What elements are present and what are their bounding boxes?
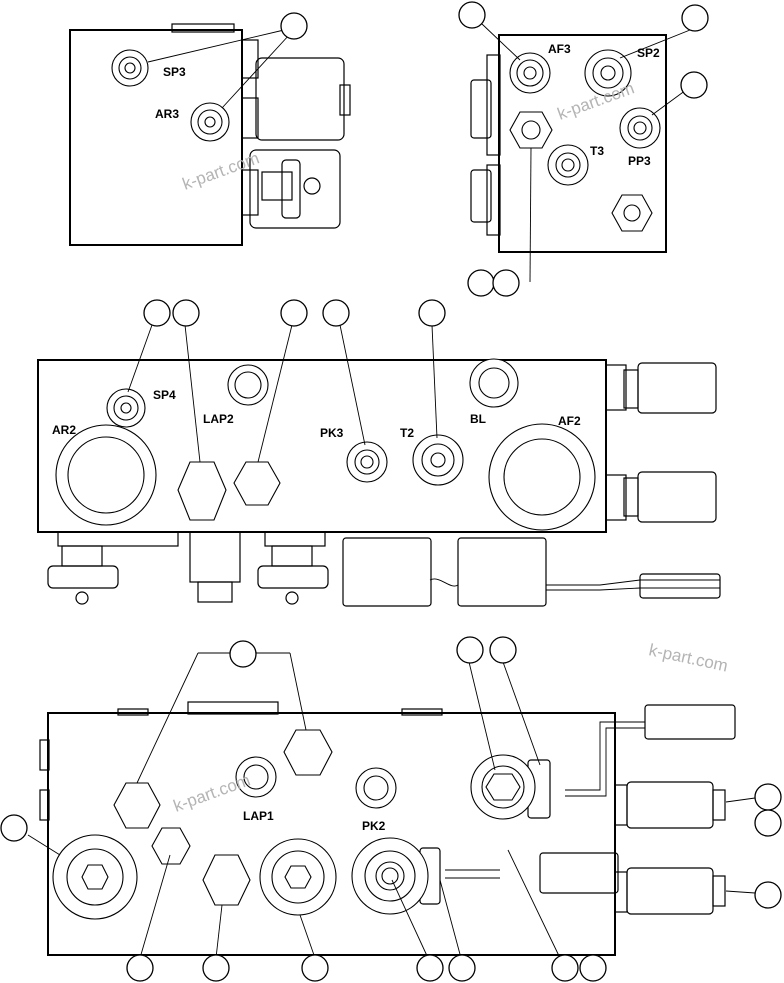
solenoid-connector <box>457 537 547 607</box>
connector-plug <box>639 573 721 599</box>
connector-plug <box>644 704 736 740</box>
label-sp2: SP2 <box>637 46 660 60</box>
hex-nut-icon <box>485 773 521 801</box>
label-pk3: PK3 <box>320 426 344 440</box>
label-pk2: PK2 <box>362 819 386 833</box>
socket-head-icon <box>120 402 132 414</box>
knob-profile <box>470 169 492 223</box>
hex-plug-icon <box>177 461 227 521</box>
socket-head-icon <box>633 121 647 135</box>
solenoid-coil <box>255 57 345 141</box>
callout-marker <box>754 809 782 837</box>
callout-marker <box>551 954 579 982</box>
top-right-valve-view: AF3 SP2 T3 PP3 k-part.com <box>458 1 709 297</box>
top-left-valve-view: SP3 AR3 k-part.com <box>69 12 351 246</box>
callout-marker <box>467 269 495 297</box>
hex-plug-icon <box>113 782 161 829</box>
callout-marker <box>418 299 446 327</box>
callout-marker <box>456 636 484 664</box>
connector-plug <box>539 852 619 894</box>
callout-marker <box>202 954 230 982</box>
socket-head-icon <box>430 452 446 468</box>
adjust-knob <box>261 171 293 201</box>
socket-head-icon <box>204 116 216 128</box>
hex-plug-icon <box>283 729 333 776</box>
callout-marker <box>229 640 257 668</box>
socket-head-icon <box>523 66 537 80</box>
label-t3: T3 <box>590 144 604 158</box>
solenoid-coil <box>626 781 714 829</box>
socket-head-icon <box>124 62 136 74</box>
hex-fitting <box>189 531 241 583</box>
hex-plug-icon <box>202 854 251 906</box>
callout-marker <box>322 299 350 327</box>
label-lap1: LAP1 <box>243 809 274 823</box>
knob-grip <box>281 159 301 219</box>
callout-marker <box>579 954 607 982</box>
socket-head-icon <box>360 455 374 469</box>
bottom-valve-view: LAP1 PK2 k-part.com k-part.com <box>0 636 782 982</box>
callout-marker <box>754 881 782 909</box>
callout-marker <box>492 269 520 297</box>
hex-socket-icon <box>284 865 312 889</box>
callout-marker <box>172 299 200 327</box>
label-lap2: LAP2 <box>203 412 234 426</box>
knob-cap <box>303 177 321 195</box>
solenoid-coil <box>637 471 717 523</box>
callout-marker <box>754 783 782 811</box>
coil-cap <box>339 84 351 116</box>
wire-harness <box>546 579 720 591</box>
callout-marker <box>280 299 308 327</box>
side-boss <box>241 97 259 139</box>
callout-marker <box>126 954 154 982</box>
callout-marker <box>0 814 28 842</box>
adjust-knob <box>257 565 329 589</box>
label-sp3: SP3 <box>163 65 186 79</box>
adjust-knob <box>47 565 119 589</box>
hex-socket-icon <box>81 864 109 890</box>
wire-harness <box>565 721 645 797</box>
label-sp4: SP4 <box>153 388 176 402</box>
watermark-text: k-part.com <box>647 640 729 675</box>
callout-marker <box>680 71 708 99</box>
callout-marker <box>280 12 308 40</box>
solenoid-coil <box>626 867 714 915</box>
callout-marker <box>448 954 476 982</box>
label-af2: AF2 <box>558 414 581 428</box>
label-pp3: PP3 <box>628 154 651 168</box>
solenoid-connector <box>342 537 432 607</box>
side-boss <box>486 164 501 236</box>
hex-plug-icon <box>151 827 191 865</box>
callout-marker <box>681 4 709 32</box>
callout-marker <box>458 1 486 29</box>
label-bl: BL <box>470 412 486 426</box>
knob-profile <box>470 79 492 139</box>
callout-marker <box>489 636 517 664</box>
callout-marker <box>301 954 329 982</box>
label-af3: AF3 <box>548 42 571 56</box>
hex-plug-icon <box>233 461 281 506</box>
socket-head-icon <box>600 65 616 81</box>
label-ar2: AR2 <box>52 423 76 437</box>
side-boss <box>486 54 501 156</box>
top-boss <box>171 23 235 33</box>
label-t2: T2 <box>400 426 414 440</box>
callout-marker <box>143 299 171 327</box>
label-ar3: AR3 <box>155 107 179 121</box>
socket-head-icon <box>561 158 575 172</box>
cartridge-housing <box>249 149 341 229</box>
solenoid-coil <box>637 362 717 414</box>
valve-block <box>47 712 616 956</box>
callout-marker <box>416 954 444 982</box>
middle-valve-view: SP4 AR2 LAP2 PK3 T2 BL AF2 <box>37 299 721 607</box>
